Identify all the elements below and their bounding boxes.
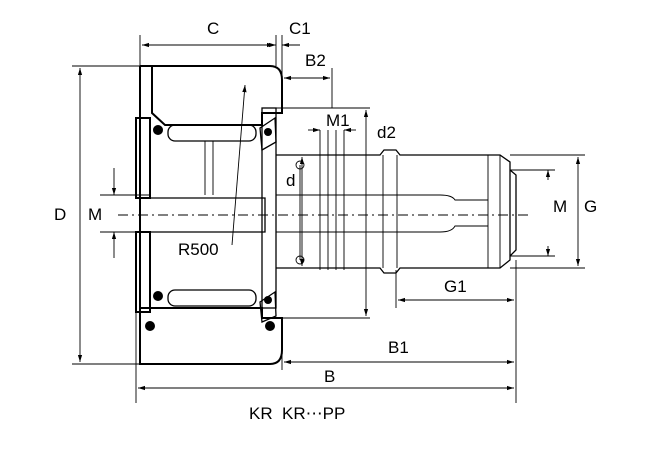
label-g1: G1 — [444, 277, 467, 296]
label-d: d — [286, 171, 295, 190]
label-big-d: D — [54, 205, 66, 224]
label-r500: R500 — [178, 240, 219, 259]
label-b: B — [324, 367, 335, 386]
label-d2: d2 — [377, 123, 396, 142]
label-m-right: M — [553, 197, 567, 216]
needle-rollers — [167, 124, 257, 307]
label-m1: M1 — [326, 111, 350, 130]
extension-lines — [72, 35, 585, 403]
label-g: G — [584, 197, 597, 216]
label-c: C — [207, 19, 219, 38]
label-c1: C1 — [289, 19, 311, 38]
seals — [135, 116, 277, 331]
label-b1: B1 — [388, 338, 409, 357]
label-b2: B2 — [305, 51, 326, 70]
dimension-lines — [77, 42, 581, 391]
label-m-left: M — [88, 205, 102, 224]
caption: KR KR⋯PP — [249, 404, 345, 423]
